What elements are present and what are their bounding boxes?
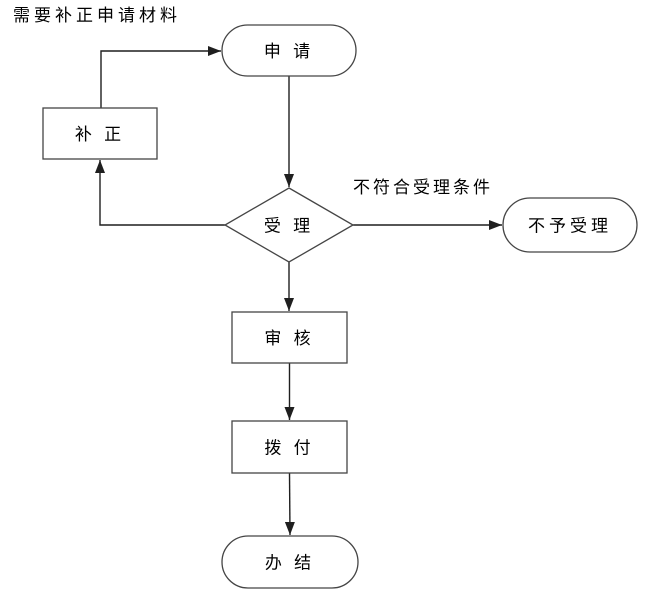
node-supplement-label: 补 正 [75,125,125,144]
edge-label-not-meet-conditions: 不符合受理条件 [353,178,493,197]
node-review-label: 审 核 [264,329,314,348]
edge-accept-to-supplement [95,160,225,226]
edge-supplement-to-apply [100,46,221,108]
annotation-need-supplement: 需要补正申请材料 [13,6,181,25]
node-disburse-label: 拨 付 [264,439,314,458]
node-complete-label: 办 结 [265,554,315,573]
node-reject-label: 不予受理 [528,217,612,236]
edge-disburse-to-complete [284,472,295,536]
node-supplement-shape [42,107,158,160]
node-reject-shape [502,197,638,253]
node-complete-shape [221,535,359,589]
node-accept-shape [223,187,355,263]
node-review-shape [231,311,348,364]
node-apply-label: 申 请 [264,42,314,61]
node-disburse-shape [231,420,348,474]
node-accept-label: 受 理 [264,217,314,236]
node-apply-shape [221,24,357,77]
